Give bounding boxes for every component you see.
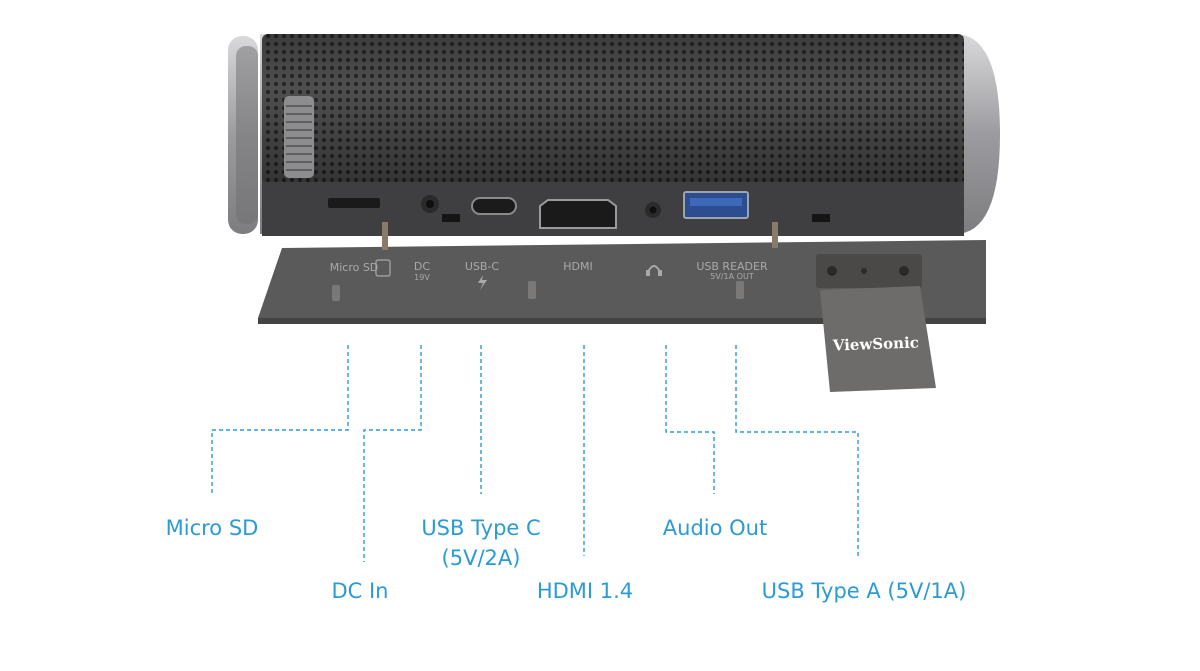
callout-usb-type-a-text: USB Type A (5V/1A)	[761, 579, 967, 603]
cover-label-usb-c: USB-C	[465, 260, 500, 273]
callout-usb-type-c-line1: USB Type C	[421, 516, 541, 540]
brand-tag: ViewSonic	[816, 254, 936, 392]
callout-micro-sd: Micro SD	[132, 513, 292, 543]
cover-panel-face	[258, 240, 986, 318]
callout-usb-type-c: USB Type C (5V/2A)	[391, 513, 571, 573]
callout-dc-in-text: DC In	[331, 579, 389, 603]
callout-dc-in: DC In	[300, 576, 420, 606]
port-cover-panel: Micro SD DC 19V USB-C HDMI USB READER 5V…	[258, 222, 986, 324]
callout-hdmi-text: HDMI 1.4	[536, 579, 634, 603]
projector-body	[228, 34, 1000, 236]
callout-hdmi: HDMI 1.4	[505, 576, 665, 606]
cover-label-hdmi: HDMI	[563, 260, 592, 273]
leader-line-micro-sd	[211, 345, 349, 494]
leader-line-dc-in	[363, 345, 422, 562]
callout-audio-out-text: Audio Out	[662, 516, 768, 540]
leader-line-audio-out	[665, 345, 715, 494]
charging-bolt-icon	[478, 275, 487, 290]
sd-card-icon	[375, 259, 391, 277]
callout-usb-type-c-line2: (5V/2A)	[441, 546, 521, 570]
micro-sd-slot	[328, 198, 380, 208]
brand-tag-strap	[820, 286, 936, 392]
callout-usb-type-a: USB Type A (5V/1A)	[734, 576, 994, 606]
cover-label-usb-reader: USB READER	[696, 260, 768, 273]
cover-label-dc-voltage: 19V	[414, 273, 430, 282]
leader-line-usb-type-a	[735, 345, 859, 556]
callout-audio-out: Audio Out	[630, 513, 800, 543]
callout-micro-sd-text: Micro SD	[165, 516, 259, 540]
leader-lines	[211, 345, 859, 562]
brand-logo-text: ViewSonic	[831, 334, 919, 355]
cover-label-dc: DC	[414, 260, 430, 273]
cover-label-micro-sd: Micro SD	[330, 261, 379, 274]
cover-label-usb-reader-sub: 5V/1A OUT	[710, 272, 754, 281]
usb-c-port	[471, 197, 517, 215]
hdmi-port	[539, 199, 617, 229]
